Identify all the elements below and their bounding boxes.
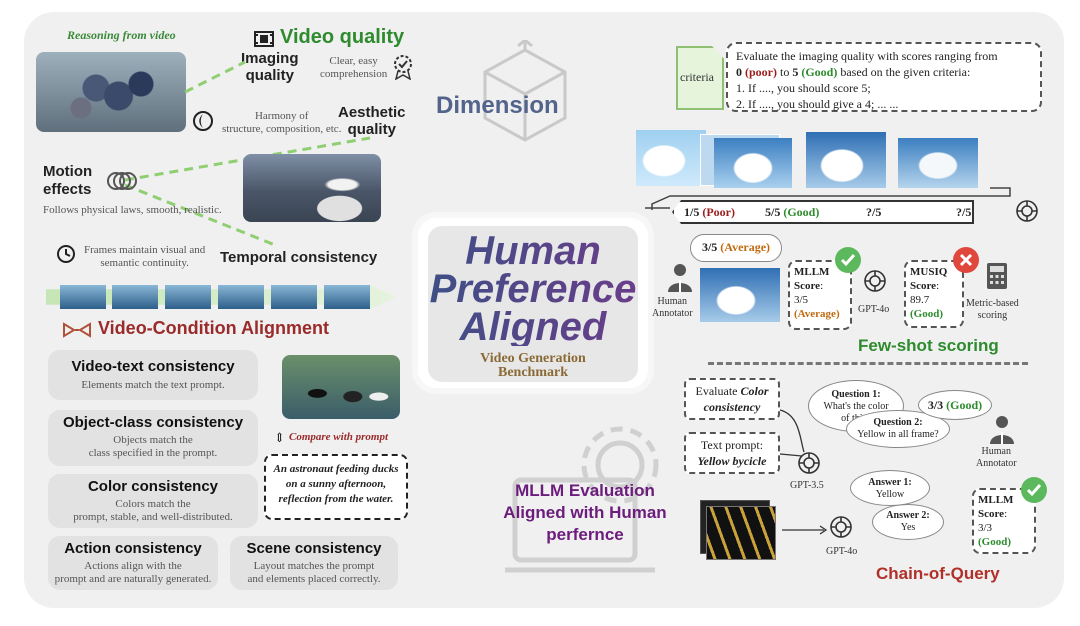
- compare-arrow-icon: ⇕: [274, 430, 285, 445]
- vca-title: Video-Condition Alignment: [98, 318, 329, 338]
- separator: [708, 362, 1028, 365]
- action-card: Action consistency Actions align with th…: [48, 536, 218, 590]
- sky-frame-eval: [700, 268, 780, 322]
- result-bubble: 3/3 (Good): [918, 390, 992, 420]
- score-4: ?/5: [956, 205, 972, 219]
- calculator-icon: [987, 263, 1007, 289]
- mllm-score-box: MLLM Score: 3/5 (Average): [788, 260, 852, 330]
- stormtrooper-image: [243, 154, 381, 222]
- criteria-label: criteria: [680, 70, 714, 84]
- alignment-icon: [63, 322, 91, 338]
- openai-icon: [798, 452, 820, 474]
- ducks-image: [282, 355, 400, 419]
- person-icon: [990, 416, 1014, 444]
- score-1: 1/5 (Poor): [684, 205, 735, 219]
- gear-icon: [505, 426, 659, 573]
- answer2-bubble: Answer 2: Yes: [872, 504, 944, 540]
- document-icon: [676, 46, 724, 110]
- score-bracket: [645, 187, 1011, 210]
- film-frame: [218, 285, 264, 309]
- gpt4o-label: GPT-4o: [858, 304, 890, 315]
- center-inner: [428, 226, 638, 382]
- openai-icon: [1016, 200, 1038, 222]
- film-frame: [60, 285, 106, 309]
- film-frame: [271, 285, 317, 309]
- sky-frame: [714, 138, 792, 188]
- check-icon: [1021, 477, 1047, 503]
- openai-icon: [830, 516, 852, 538]
- clock-icon: [57, 245, 75, 263]
- gpt4o-label-2: GPT-4o: [826, 546, 858, 557]
- film-frame: [324, 285, 370, 309]
- motion-desc: Follows physical laws, smooth, realistic…: [43, 204, 222, 216]
- sky-frame: [806, 132, 886, 188]
- main-title: Human Preference Aligned: [429, 229, 637, 349]
- film-frame: [112, 285, 158, 309]
- openai-icon: [864, 270, 886, 292]
- film-frame: [165, 285, 211, 309]
- motion-icon: [107, 172, 137, 190]
- compare-label: Compare with prompt: [289, 431, 389, 443]
- temporal-consistency-label: Temporal consistency: [220, 249, 378, 266]
- reasoning-label: Reasoning from video: [67, 28, 176, 42]
- scene-card: Scene consistency Layout matches the pro…: [230, 536, 398, 590]
- sky-frame: [636, 130, 706, 186]
- score-3: ?/5: [866, 205, 882, 219]
- object-class-card: Object-class consistency Objects match t…: [48, 410, 258, 466]
- question2-bubble: Question 2: Yellow in all frame?: [846, 410, 950, 448]
- flow-arrow: [782, 525, 828, 535]
- mllm-score-box-2: MLLM Score: 3/3 (Good): [972, 488, 1036, 554]
- few-shot-title: Few-shot scoring: [858, 336, 999, 355]
- chain-of-query-title: Chain-of-Query: [876, 564, 1000, 583]
- video-text-card: Video-text consistency Elements match th…: [48, 350, 258, 400]
- prompt-box: An astronaut feeding ducks on a sunny af…: [264, 454, 408, 520]
- instruction-box: Evaluate the imaging quality with scores…: [726, 42, 1042, 112]
- check-icon: [835, 247, 861, 273]
- bike-frame: [706, 506, 776, 560]
- cross-icon: [953, 247, 979, 273]
- color-card: Color consistency Colors match the promp…: [48, 474, 258, 528]
- grapes-image: [36, 52, 186, 132]
- sky-frame: [898, 138, 978, 188]
- dimension-label: Dimension: [436, 92, 559, 119]
- person-icon: [668, 264, 692, 292]
- palette-icon: [193, 111, 213, 131]
- gpt35-label: GPT-3.5: [790, 480, 824, 491]
- musiq-score-box: MUSIQ Score: 89.7 (Good): [904, 260, 964, 328]
- cube-icon: [483, 40, 567, 142]
- award-icon: [394, 55, 412, 80]
- mllm-eval-title: MLLM Evaluation Aligned with Human perfe…: [503, 481, 667, 544]
- answer1-bubble: Answer 1: Yellow: [850, 470, 930, 506]
- score-bar: [672, 200, 974, 224]
- evaluate-color-box: Evaluate Color consistency: [684, 378, 780, 420]
- score-2: 5/5 (Good): [765, 205, 820, 219]
- film-icon: [254, 31, 274, 47]
- flow-arrows: [779, 409, 805, 457]
- text-prompt-box: Text prompt: Yellow bycicle: [684, 432, 780, 474]
- video-quality-title: Video quality: [280, 26, 405, 48]
- human-score-bubble: 3/5 (Average): [690, 234, 782, 262]
